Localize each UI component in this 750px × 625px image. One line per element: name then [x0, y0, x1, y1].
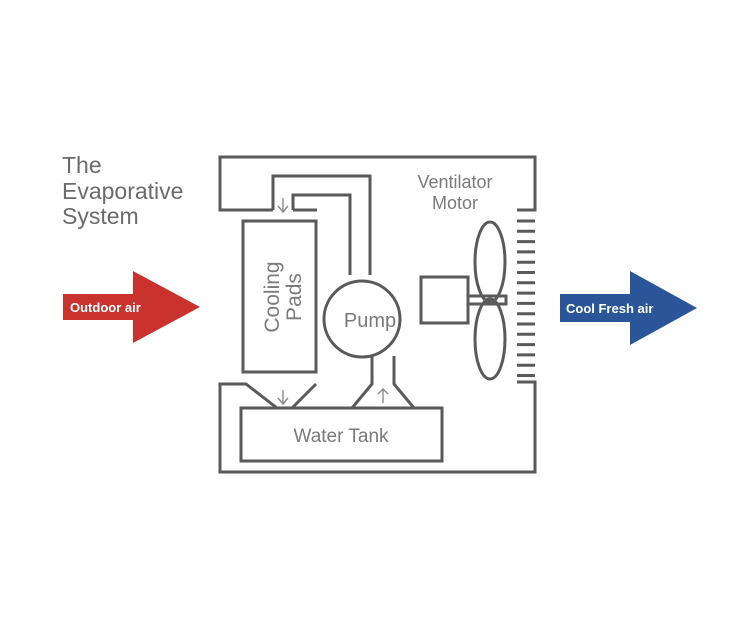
cool-fresh-air-arrow: Cool Fresh air — [560, 271, 697, 345]
up-arrow-icon — [377, 388, 389, 403]
diagram-title: The Evaporative System — [62, 152, 183, 229]
water-tank-box — [239, 406, 444, 463]
pump: Pump — [322, 279, 402, 359]
water-tank: Water Tank — [239, 406, 444, 463]
cooling-pads-label-line-1: Cooling — [261, 261, 284, 332]
ventilator-motor-label-line-1: Ventilator — [417, 172, 492, 192]
ventilator-motor: Ventilator Motor — [417, 172, 508, 381]
outdoor-air-label: Outdoor air — [70, 300, 141, 315]
housing-bottom-channel — [218, 380, 537, 474]
motor-box — [419, 275, 470, 325]
pads-drain-right — [290, 382, 318, 410]
housing-outline — [218, 155, 537, 474]
down-arrow-icon — [277, 390, 289, 406]
pump-circle — [322, 279, 402, 359]
housing-top-channel — [218, 155, 537, 212]
fan-blade-top — [473, 220, 507, 304]
cool-fresh-air-arrow-shape — [560, 271, 697, 345]
cool-fresh-air-label: Cool Fresh air — [566, 301, 653, 316]
housing-inner-top-channel — [271, 174, 372, 275]
ventilation-grille — [517, 219, 535, 377]
outdoor-air-arrow-shape — [63, 271, 200, 343]
title-line-3: System — [62, 203, 139, 229]
title-line-2: Evaporative — [62, 178, 183, 204]
motor-shaft — [466, 294, 508, 306]
pump-feed-pipe — [291, 193, 352, 275]
ventilator-motor-label-line-2: Motor — [432, 193, 478, 213]
pump-label: Pump — [344, 310, 396, 332]
water-tank-label: Water Tank — [293, 426, 389, 447]
fan-blade-bottom — [473, 297, 507, 381]
title-line-1: The — [62, 152, 102, 178]
cooling-pads-box — [241, 219, 318, 374]
outdoor-air-arrow: Outdoor air — [63, 271, 200, 343]
down-arrow-icon — [277, 198, 289, 214]
pump-intake-funnel — [350, 356, 416, 409]
cooling-pads: Cooling Pads — [241, 219, 318, 374]
cooling-pads-label-line-2: Pads — [283, 273, 306, 321]
